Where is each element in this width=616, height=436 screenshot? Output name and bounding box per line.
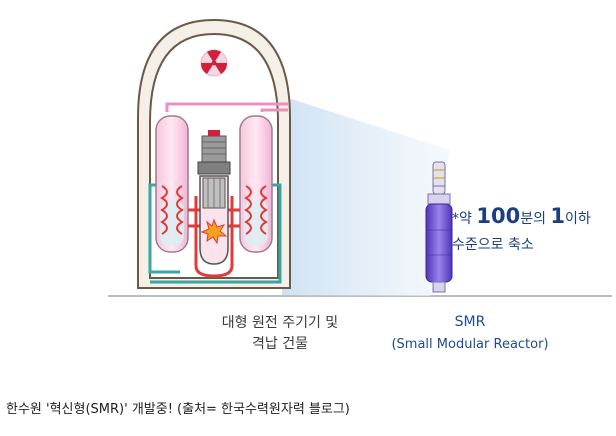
reactor-core-icon [200,218,228,245]
smr-module [425,161,453,293]
steam-generator-right [239,115,273,253]
smr-sublabel: (Small Modular Reactor) [391,337,549,352]
steam-generator-left [155,115,189,253]
note-line-2: 수준으로 축소 [452,237,534,253]
image-caption: 한수원 '혁신형(SMR)' 개발중! (출처= 한국수력원자력 블로그) [6,402,350,417]
control-rod-drive [197,130,231,175]
projection-beam [282,96,450,296]
smr-label: SMR [454,314,486,330]
red-loop [194,196,234,278]
teal-pipe-right [150,183,282,284]
radiation-icon [200,49,228,77]
red-coolant-pipes [188,208,240,228]
teal-pipe-left [148,183,180,274]
large-reactor-label: 대형 원전 주기기 및 격납 건물 [221,315,339,352]
note-line-1: *약 100분의 1이하 [452,204,591,228]
pink-pipe [165,102,288,112]
size-reduction-note: *약 100분의 1이하 수준으로 축소 [452,203,591,258]
